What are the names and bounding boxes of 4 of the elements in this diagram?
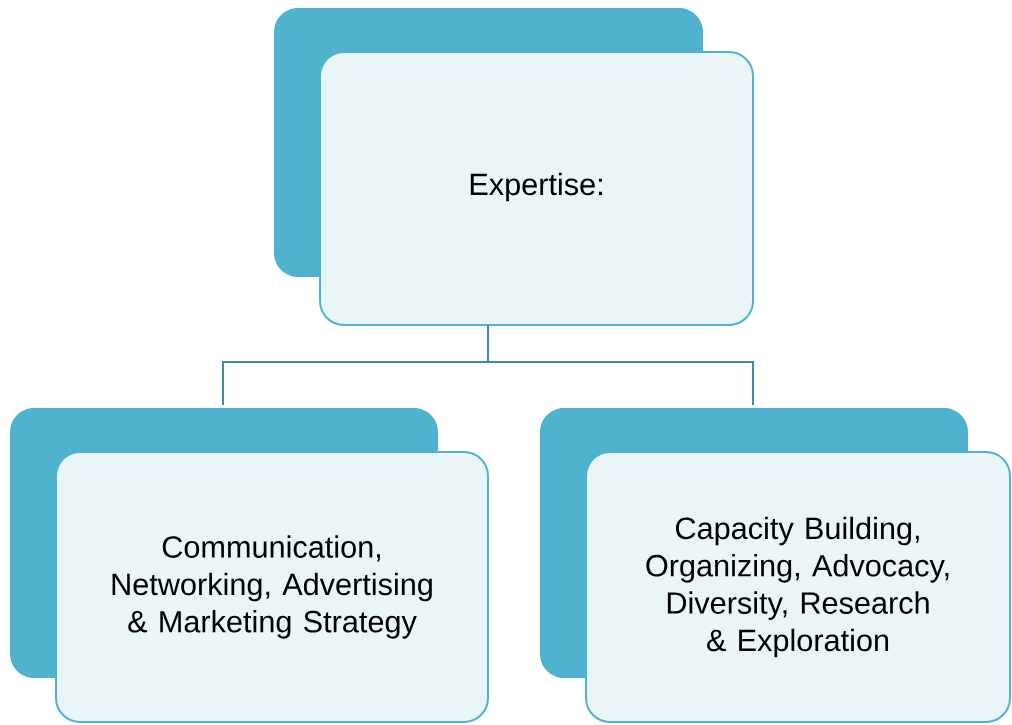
connector bbox=[487, 324, 754, 406]
stacked-box: Expertise: bbox=[274, 8, 754, 326]
stacked-box: Capacity Building, Organizing, Advocacy, Diversity, Research & Exploration bbox=[540, 408, 1011, 723]
stacked-box: Communication, Networking, Advertising & Marketing Strategy bbox=[10, 408, 489, 723]
